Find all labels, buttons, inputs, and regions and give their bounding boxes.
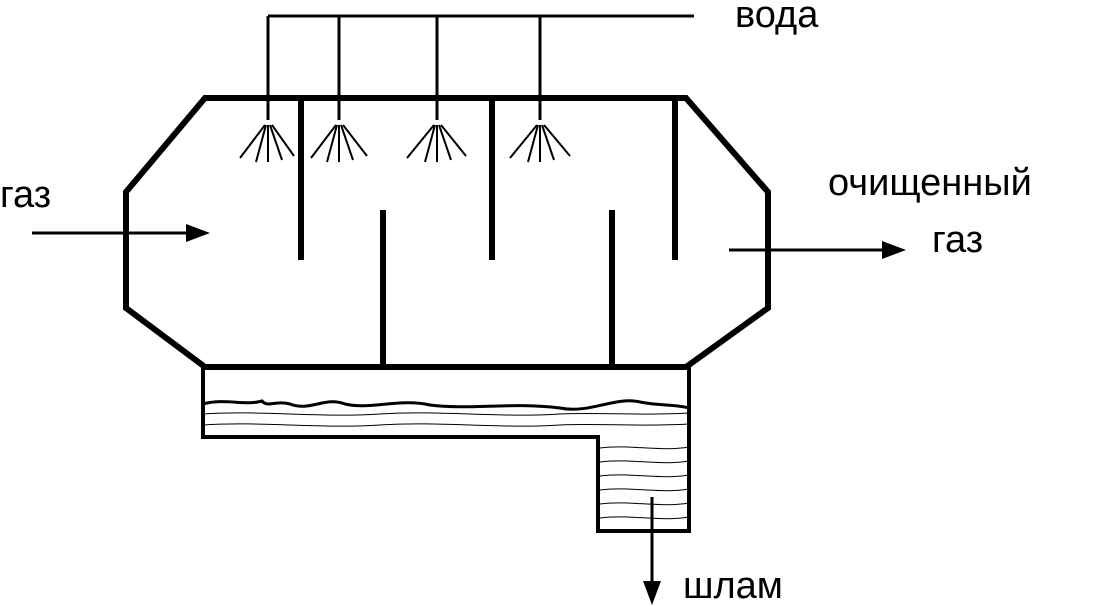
water-supply-manifold [266,14,694,120]
spray-nozzle-4 [509,124,571,163]
sludge-label: шлам [683,565,783,607]
gas-inlet-label: газ [0,174,52,216]
liquid-waves [202,412,690,520]
spray-nozzle-1 [239,124,295,163]
liquid-surface [202,399,690,411]
clean-gas-label-line2: газ [932,219,984,261]
spray-nozzles [239,124,571,163]
baffles [298,98,678,367]
spray-nozzle-3 [406,124,467,163]
clean-gas-label-line1: очищенный [828,162,1032,204]
spray-nozzle-2 [310,124,368,163]
scrubber-vessel [123,95,771,370]
sludge-tank [201,367,691,533]
water-label: вода [735,0,819,36]
clean-gas-outlet-arrow [729,241,906,259]
gas-inlet-arrow [32,224,210,242]
sludge-outlet-arrow [643,497,661,605]
